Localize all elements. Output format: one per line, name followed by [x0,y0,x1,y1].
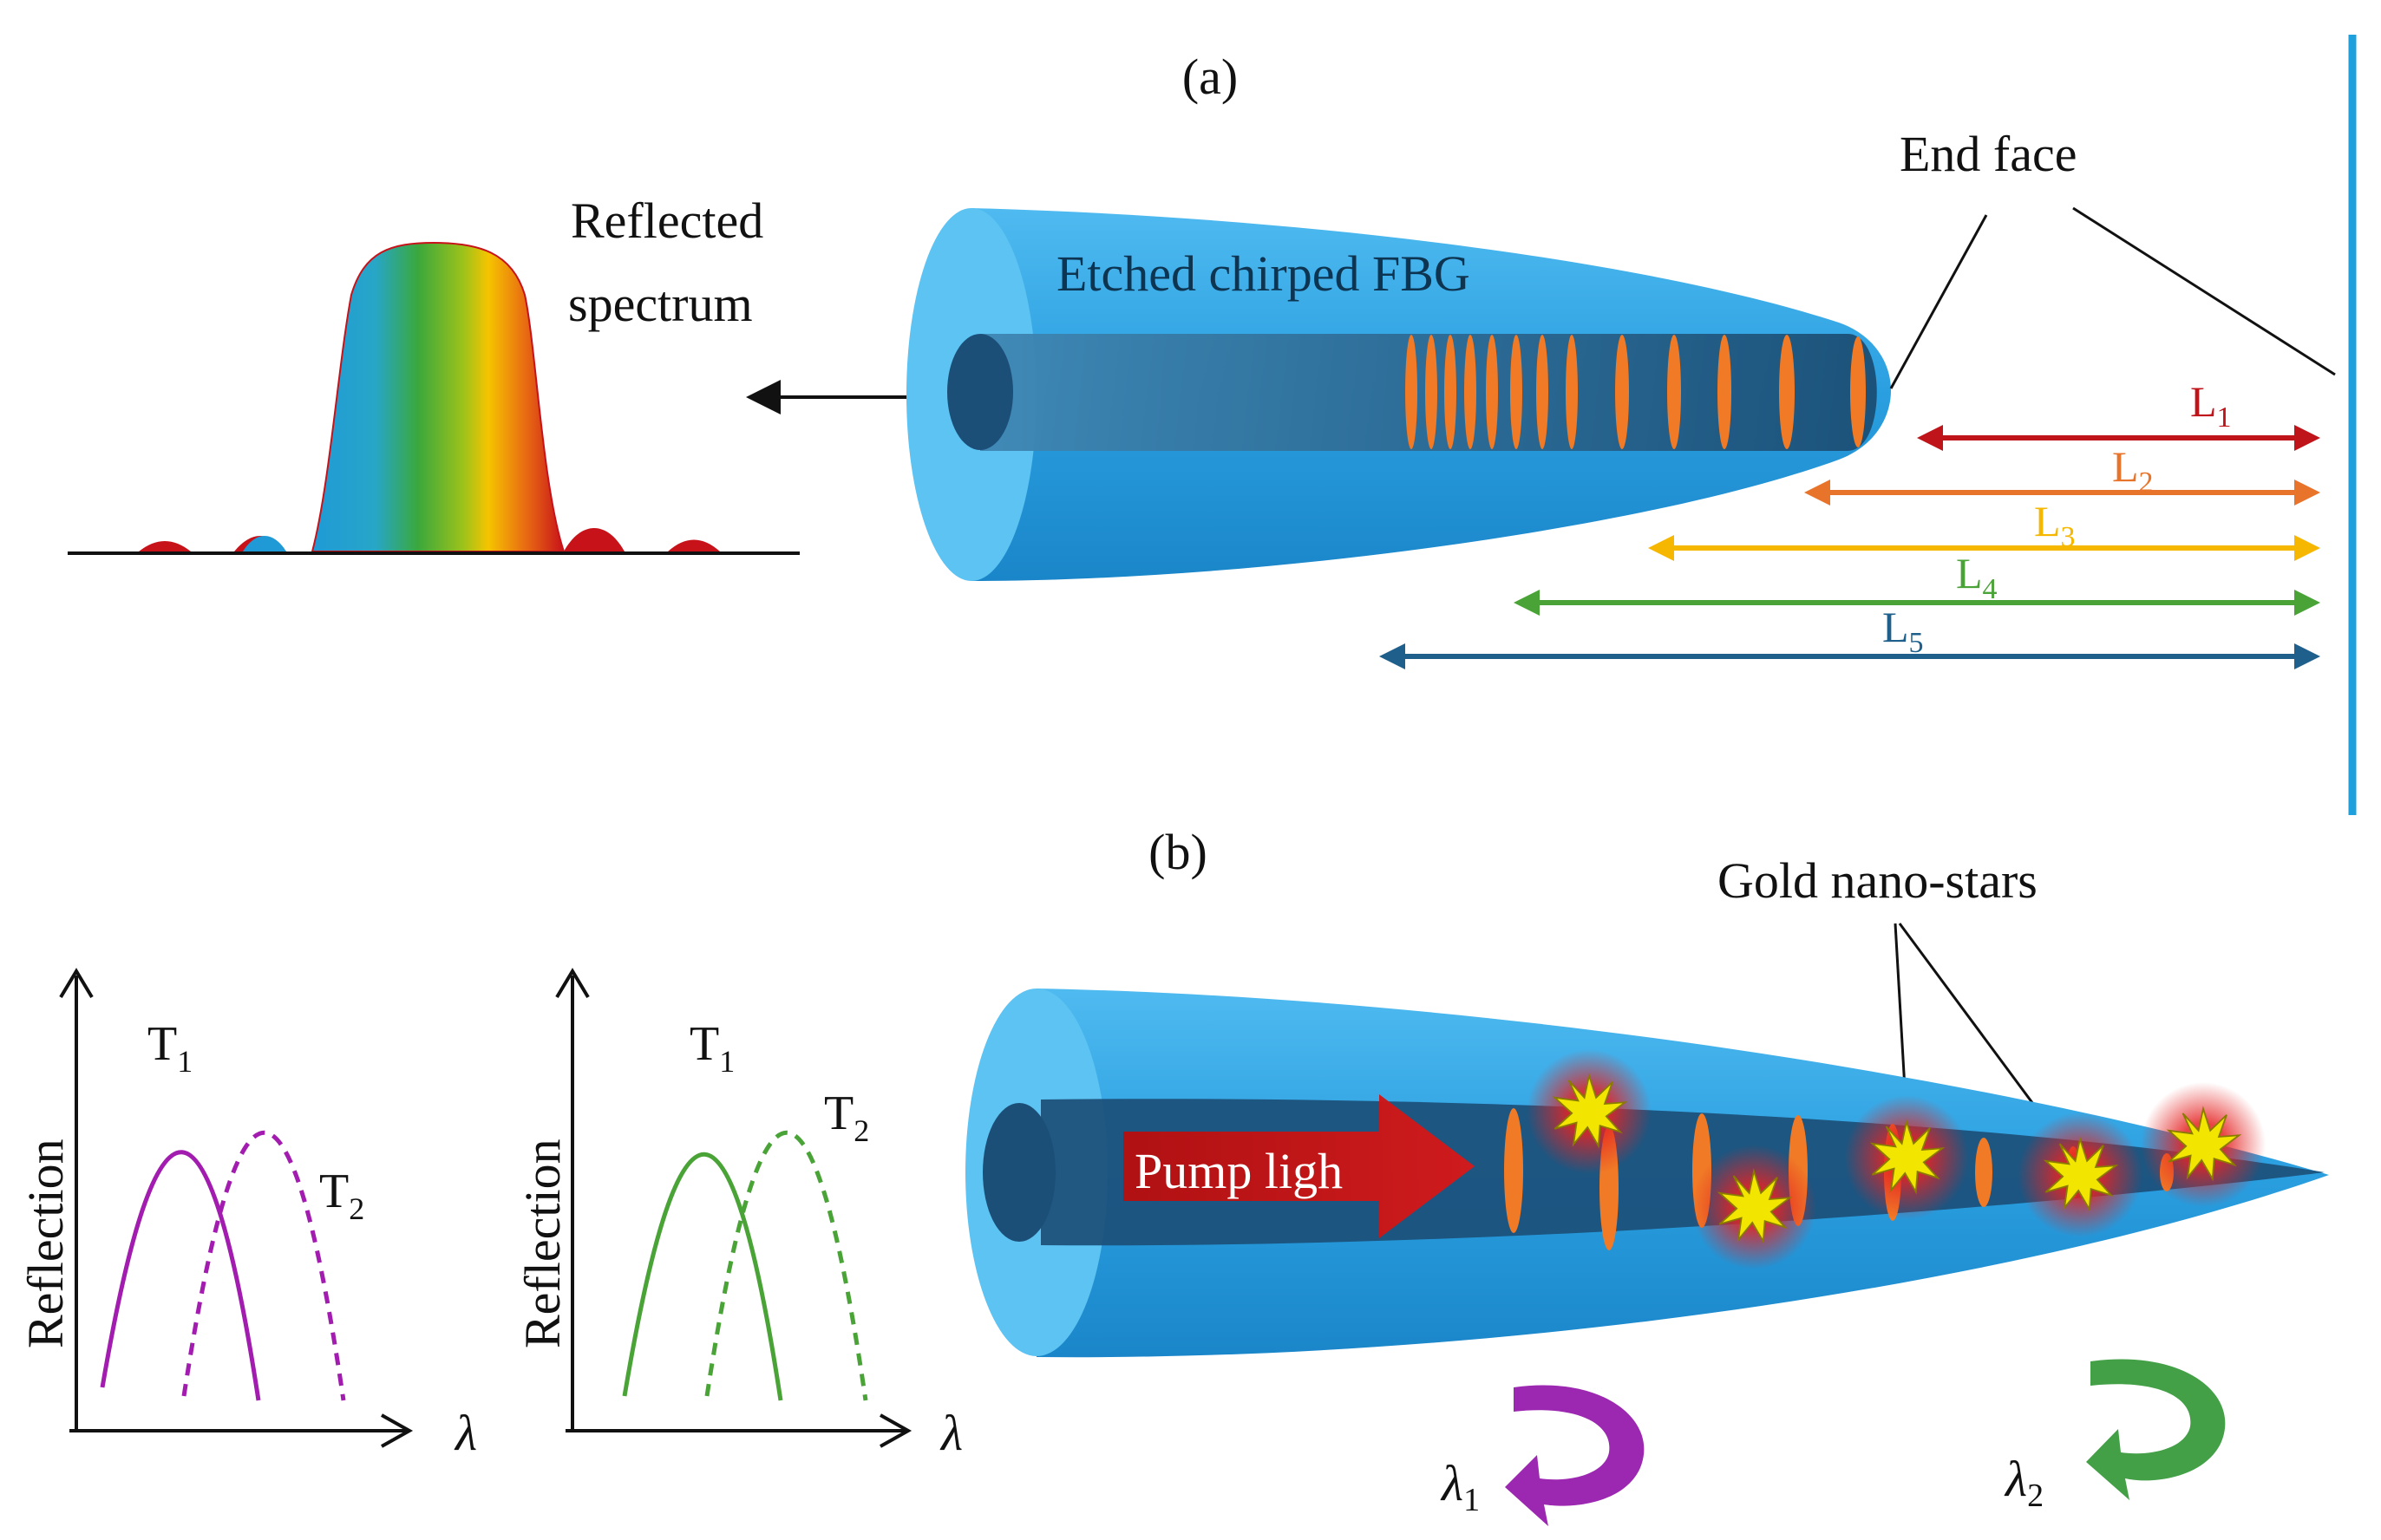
length-arrow-head-right-5 [2294,643,2320,669]
gold-nano-stars [1527,1049,2266,1269]
spectrum-label-line1: Reflected [571,192,763,249]
length-arrow-head-left-4 [1514,590,1540,616]
graph2-ylabel: Reflection [514,1139,571,1348]
graph2-curve-t2 [704,1130,868,1401]
graph2-t2: T2 [824,1086,869,1148]
length-arrow-head-right-2 [2294,480,2320,506]
length-label-4: L4 [1956,549,1998,605]
graph2-t1: T1 [690,1017,735,1079]
lambda2-curved-arrow [2086,1359,2226,1500]
fiber-a-core-cap [947,334,1013,450]
lambda1-curved-arrow [1505,1385,1645,1526]
fiber-a [906,208,1891,581]
panel-b-label: (b) [1148,824,1207,880]
pump-light-arrow [1123,1094,1475,1238]
reflected-spectrum-plot [68,241,800,555]
length-arrow-head-left-5 [1379,643,1405,669]
spectrum-sidelobes [139,528,720,551]
end-face-label: End face [1900,126,2077,182]
pump-light-label: Pump ligh [1135,1143,1343,1199]
fiber-b-core-cap [983,1103,1056,1242]
length-arrow-head-left-3 [1648,535,1674,561]
length-label-2: L2 [2112,442,2154,499]
length-label-1: L1 [2190,377,2232,434]
length-arrow-head-left-2 [1804,480,1830,506]
graph1-ylabel: Reflection [17,1139,74,1348]
end-face-pointer-2 [2072,206,2336,376]
graph1-curve-t2 [181,1130,346,1401]
grating-a [1405,335,1866,449]
graph1-xlabel: λ [454,1405,477,1461]
end-face-pointer-1 [1889,214,1988,389]
graph2-xlabel: λ [939,1405,963,1461]
graph2-curve-t1 [622,1152,783,1401]
length-arrow-head-right-1 [2294,425,2320,451]
spectrum-main-peak [311,241,566,552]
length-label-3: L3 [2034,497,2076,553]
length-arrow-head-right-3 [2294,535,2320,561]
spectrum-sidelobe-blue [243,536,286,551]
lambda1-label: λ1 [1440,1455,1480,1518]
length-label-5: L5 [1882,603,1924,659]
nano-stars-label: Gold nano-stars [1717,852,2038,909]
reflection-graph-2 [555,968,912,1448]
panel-a-label: (a) [1182,49,1238,105]
lambda2-label: λ2 [2004,1451,2044,1514]
length-arrow-head-left-1 [1917,425,1943,451]
graph1-t1: T1 [147,1017,193,1079]
spectrum-label-line2: spectrum [568,276,753,332]
graph1-t2: T2 [319,1165,364,1226]
graph1-curve-t1 [100,1150,261,1401]
fiber-a-label: Etched chirped FBG [1056,245,1470,302]
length-arrow-head-right-4 [2294,590,2320,616]
reflection-graph-1 [59,968,414,1448]
